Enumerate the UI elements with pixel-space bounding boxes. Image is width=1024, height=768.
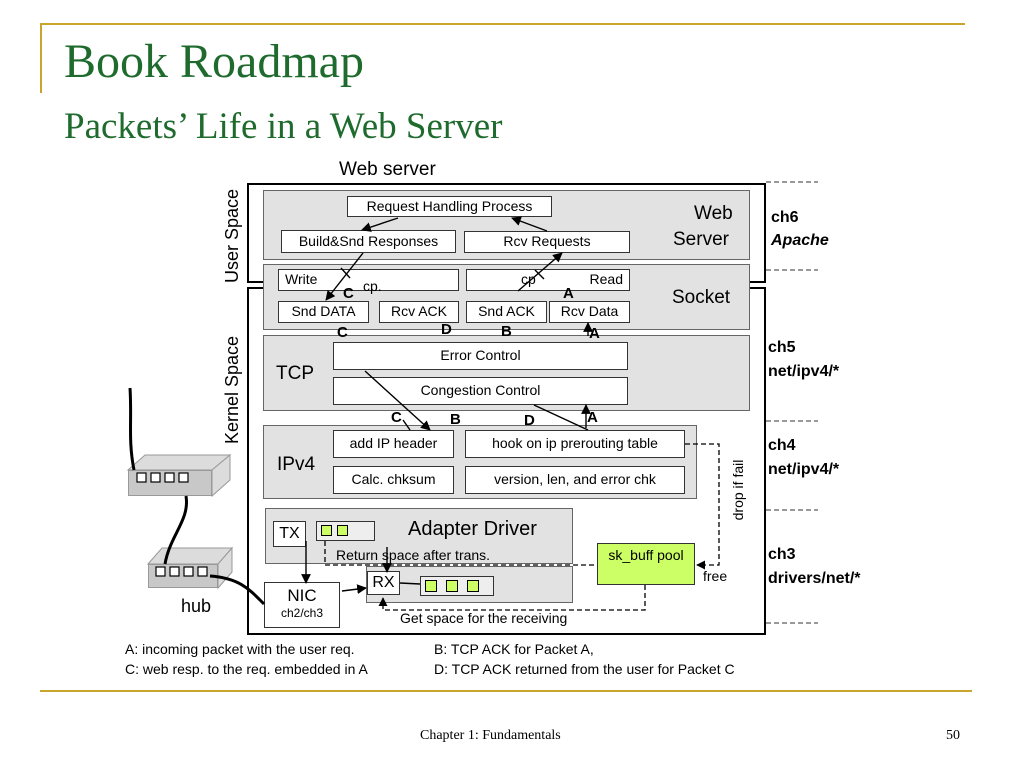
chapter-ch4-id: ch4 [768,437,796,454]
hook-prerouting-box: hook on ip prerouting table [465,430,685,458]
cp-left-label: cp. [363,278,382,294]
rx-buffer-slot [467,580,479,592]
legend-a: A: incoming packet with the user req. [125,641,355,657]
bottom-rule [40,690,972,692]
read-box: Read [466,269,630,291]
nic-label: NIC [287,586,317,605]
marker-c-socket: C [343,285,354,302]
chapter-separators [766,181,818,624]
chapter-ch3-path: drivers/net/* [768,570,861,587]
marker-b-upper: B [501,323,512,340]
rcv-ack-box: Rcv ACK [379,301,459,323]
tx-buffer-slot [321,525,332,536]
chapter-ch6-id: ch6 [771,209,799,226]
tx-box: TX [273,521,306,547]
chapter-ch4-path: net/ipv4/* [768,461,840,478]
sk-buff-pool-box: sk_buff pool [597,543,695,585]
legend-c: C: web resp. to the req. embedded in A [125,661,368,677]
calc-chksum-box: Calc. chksum [333,466,454,494]
write-box: Write [278,269,459,291]
rx-buffer-slot [425,580,437,592]
marker-c-lower: C [391,409,402,426]
rcv-requests-box: Rcv Requests [464,231,630,253]
get-space-label: Get space for the receiving [400,610,568,626]
marker-d-upper: D [441,321,452,338]
footer-chapter: Chapter 1: Fundamentals [420,728,561,743]
marker-d-lower: D [524,412,535,429]
version-check-box: version, len, and error chk [465,466,685,494]
chapter-ch3-id: ch3 [768,546,796,563]
web-server-layer-name-1: Web [694,203,733,224]
chapter-ch6-path: Apache [771,232,829,249]
marker-a-lower: A [587,409,598,426]
web-server-caption: Web server [339,159,436,180]
driver-layer-upper [265,508,573,564]
driver-layer-name: Adapter Driver [408,518,537,540]
error-control-box: Error Control [333,342,628,370]
flow-arrows [301,216,593,594]
legend-b: B: TCP ACK for Packet A, [434,641,594,657]
left-rule [40,23,42,93]
web-server-layer-name: Server [673,229,729,250]
add-ip-header-box: add IP header [333,430,454,458]
marker-a-socket: A [563,285,574,302]
slide-subtitle: Packets’ Life in a Web Server [64,106,503,147]
free-label: free [703,568,728,584]
nic-box: NIC ch2/ch3 [264,582,340,628]
network-cables [128,387,266,606]
request-handling-box: Request Handling Process [347,196,552,217]
nic-ref-label: ch2/ch3 [280,606,324,620]
ipv4-layer-name: IPv4 [277,454,316,475]
dashed-loops [324,443,720,611]
slide-title: Book Roadmap [64,35,364,88]
legend-d: D: TCP ACK returned from the user for Pa… [434,661,735,677]
chapter-ch5-id: ch5 [768,339,796,356]
hub-ports [136,472,208,577]
page-number: 50 [946,728,960,743]
marker-a-upper: A [589,325,600,342]
top-rule [40,23,965,25]
chapter-ch5-path: net/ipv4/* [768,363,840,380]
snd-data-box: Snd DATA [278,301,369,323]
marker-b-lower: B [450,411,461,428]
return-space-label: Return space after trans. [336,547,491,563]
tx-buffer-slot [337,525,348,536]
congestion-control-box: Congestion Control [333,377,628,405]
snd-ack-box: Snd ACK [466,301,547,323]
rx-box: RX [367,571,400,595]
marker-c-upper: C [337,324,348,341]
rcv-data-box: Rcv Data [549,301,630,323]
socket-layer-name: Socket [672,287,731,308]
rx-buffer-slot [446,580,458,592]
tcp-layer-name: TCP [276,363,314,384]
hub-label: hub [181,596,212,616]
cp-right-label: cp [521,271,536,287]
